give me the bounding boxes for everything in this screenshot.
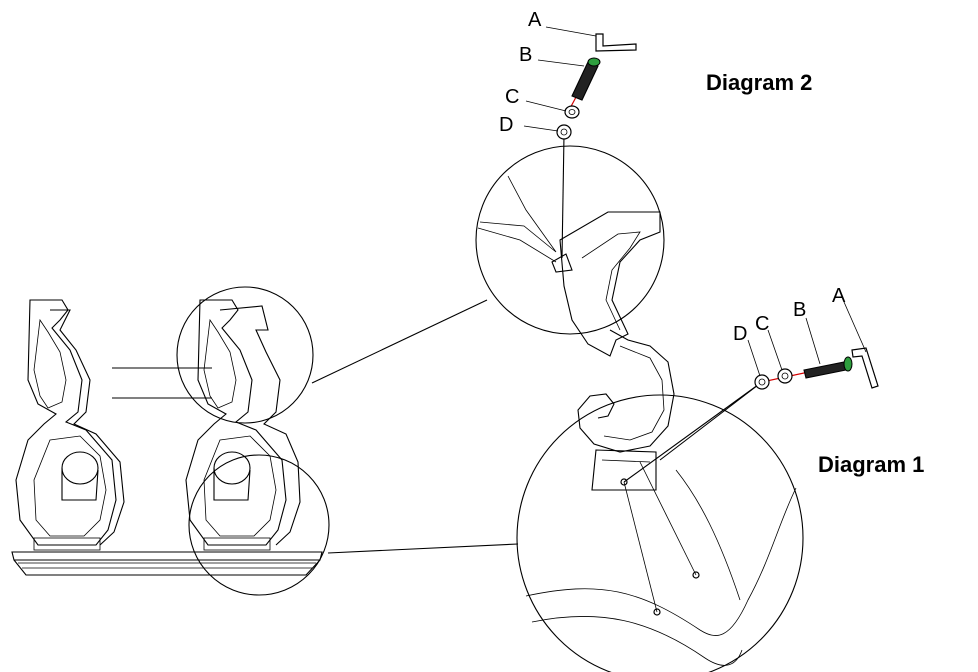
label-a-right: A: [832, 285, 846, 307]
label-b-right: B: [793, 299, 806, 321]
bolt-part-b: [803, 356, 853, 379]
bolt-part-b: [571, 57, 601, 101]
diagram-2-title: Diagram 2: [706, 70, 812, 95]
label-b-top: B: [519, 44, 532, 66]
furniture-base-overview: [11, 286, 519, 596]
lock-washer-part-c: [777, 368, 793, 384]
hardware-explode-diagram-2: A B C D: [499, 9, 637, 140]
diagram-1-title: Diagram 1: [818, 452, 924, 477]
lock-washer-part-c: [564, 105, 580, 119]
label-d-right: D: [733, 323, 747, 345]
label-a-top: A: [528, 9, 542, 31]
label-d-top: D: [499, 114, 513, 136]
diagram-2-magnified-view: [475, 134, 665, 357]
allen-key-part-a: [595, 33, 637, 52]
allen-key-part-a: [851, 347, 879, 389]
label-c-right: C: [755, 313, 769, 335]
label-c-top: C: [505, 86, 519, 108]
diagram-1-magnified-view: [516, 329, 804, 672]
hardware-explode-diagram-1: D C B A: [733, 285, 879, 390]
washer-part-d: [754, 374, 770, 390]
washer-part-d: [556, 124, 572, 140]
